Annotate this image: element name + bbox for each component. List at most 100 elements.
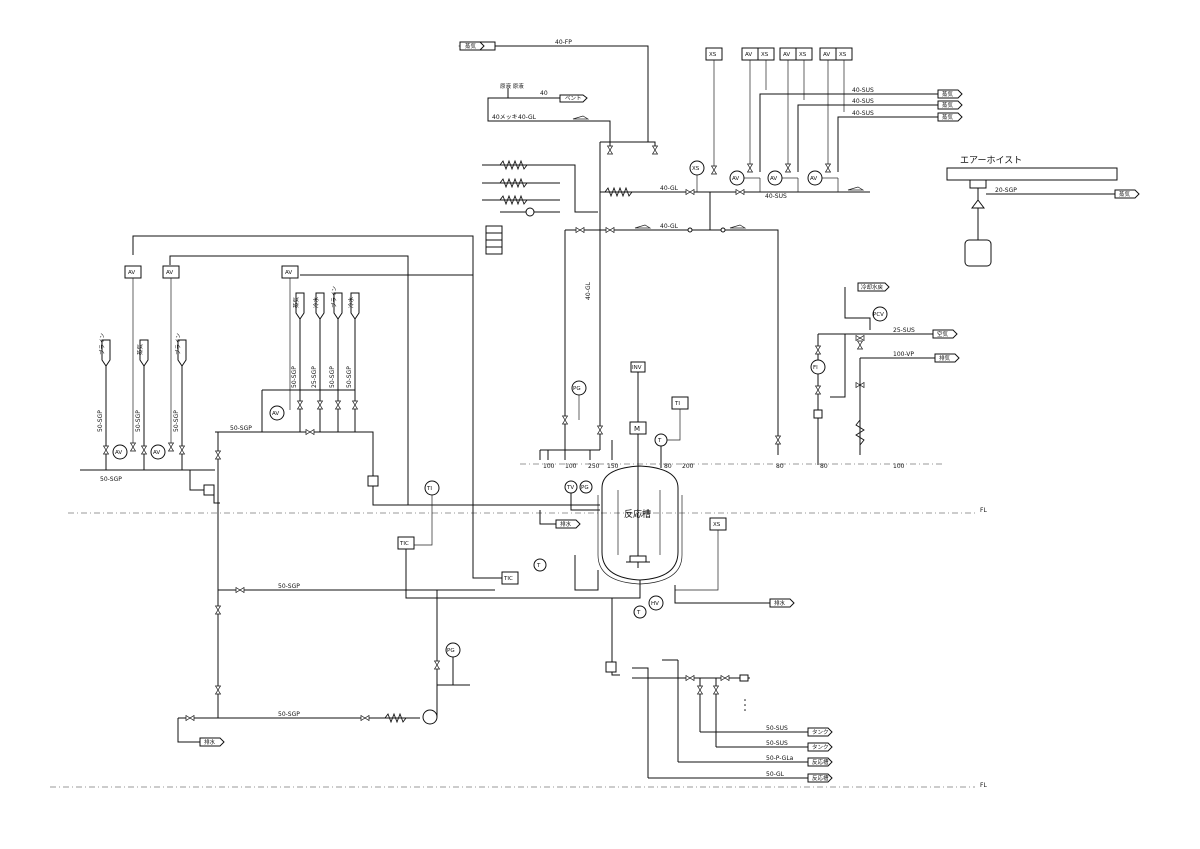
- flag-vent-text: ベント: [565, 95, 582, 102]
- pipe-label-50sgp-v4: 50-SGP: [346, 366, 353, 388]
- xs-circle: XS: [692, 166, 700, 172]
- tic-box-2: TIC: [503, 576, 513, 582]
- pipe-label-40sus-c: 40-SUS: [852, 110, 874, 117]
- av-circle-3: AV: [810, 176, 817, 182]
- size-150: 150: [607, 463, 619, 470]
- reactor-vessel: 反応槽 INV M TI T PG TV PG XS T HV 排水: [533, 361, 795, 668]
- fi-circle: FI: [813, 365, 818, 371]
- valve-icon: [696, 685, 704, 695]
- air-hoist-title: エアーホイスト: [960, 155, 1022, 166]
- valve-icon: [596, 425, 604, 435]
- flag-out4: 反応槽: [812, 774, 829, 782]
- flag-drain1: 排水: [774, 599, 786, 607]
- vent-size: 40: [540, 90, 548, 97]
- xs-top-2: XS: [761, 52, 769, 58]
- pipe-label-40sus-a: 40-SUS: [852, 87, 874, 94]
- coil-block: [482, 159, 598, 255]
- xs-top-1: XS: [709, 52, 717, 58]
- ti-circle: TI: [426, 486, 432, 492]
- size-200: 200: [682, 463, 694, 470]
- av-top-3: AV: [823, 52, 830, 58]
- av-circle-2: AV: [770, 176, 777, 182]
- valve-icon: [814, 385, 822, 395]
- pipe-label-50sgp-low: 50-SGP: [278, 711, 300, 718]
- valve-icon: [185, 714, 195, 722]
- top-header: 40-GL 40-SUS 40-GL 40-GL: [564, 141, 870, 460]
- floor-label-2: FL: [980, 782, 987, 789]
- valve-icon: [140, 445, 148, 455]
- pcv-fi-group: 冷却水戻 PCV 25-SUS 空気 FI 100-VP 排気: [810, 282, 960, 465]
- valve-icon: [214, 685, 222, 695]
- t-circle-bottom: T: [636, 610, 641, 616]
- floor-lines: FL FL: [50, 463, 987, 789]
- valve-icon: [178, 445, 186, 455]
- pipe-label-25sus: 25-SUS: [893, 327, 915, 334]
- valve-icon: [214, 605, 222, 615]
- pipe-label-100vp: 100-VP: [893, 351, 914, 358]
- pipe-label-50sus-1: 50-SUS: [766, 725, 788, 732]
- vent-pipe-tag: 40メッキ: [492, 114, 518, 121]
- pipe-label-50sgp-b: 50-SGP: [135, 410, 142, 432]
- valve-icon: [720, 674, 730, 682]
- pump-circle: [422, 709, 438, 725]
- valve-icon: [712, 685, 720, 695]
- inv-box: INV: [632, 365, 642, 371]
- flag-drain3: 排水: [204, 738, 216, 746]
- xs-top-3: XS: [799, 52, 807, 58]
- left-utilities: AV AV AV AV AV AV 50-SGP 50-SGP 50-SGP 5…: [80, 235, 612, 747]
- xs-top-4: XS: [839, 52, 847, 58]
- pipe-label-50sgp-a: 50-SGP: [97, 410, 104, 432]
- flag-tank1: タンク: [812, 728, 829, 736]
- valve-icon: [351, 400, 359, 410]
- flag-top-left: 蒸気: [458, 41, 496, 51]
- pipe-label-40gl-vert: 40-GL: [585, 281, 592, 300]
- av-top-1: AV: [745, 52, 752, 58]
- valve-icon: [855, 334, 865, 342]
- flag-r2: 蒸気: [942, 101, 954, 109]
- xs-av-cluster: XS AV XS AV XS AV XS 40-SUS 40-SUS 40-SU…: [689, 47, 963, 192]
- valve-icon: [814, 345, 822, 355]
- valve-icon: [129, 442, 137, 452]
- valve-icon: [774, 435, 782, 445]
- valve-icon: [685, 188, 695, 196]
- valve-icon: [651, 145, 659, 155]
- flag-mid-v1: 蒸気: [292, 296, 300, 308]
- hoist-rail: [946, 167, 1118, 181]
- size-80c: 80: [820, 463, 828, 470]
- valve-icon: [575, 226, 585, 234]
- nozzle-labels: 100 100 250 150 80 200 80 80 100: [539, 440, 905, 470]
- pg-circle-mid: PG: [581, 485, 589, 491]
- pipe-label-50sgp-top: 50-SGP: [230, 425, 252, 432]
- valve-icon: [235, 586, 245, 594]
- vent-tag: 原液 原液: [500, 82, 524, 90]
- valve-icon: [685, 674, 695, 682]
- valve-icon: [102, 445, 110, 455]
- size-100a: 100: [543, 463, 555, 470]
- valve-icon: [305, 428, 315, 436]
- valve-icon: [167, 442, 175, 452]
- pipe-label-40gl-vent: 40-GL: [518, 114, 537, 121]
- flag-pcv-out: 空気: [937, 330, 949, 338]
- av-circle-left-2: AV: [153, 450, 160, 456]
- flag-out3: 反応槽: [812, 758, 829, 766]
- tic-box-1: TIC: [399, 541, 409, 547]
- ti-box: TI: [674, 401, 680, 407]
- flag-vp-out: 排気: [939, 354, 951, 362]
- motor-box: M: [634, 425, 640, 433]
- flag-left-v2: 蒸気: [136, 343, 144, 355]
- pipe-label-20sgp: 20-SGP: [995, 187, 1017, 194]
- pipe-label-40gl-b: 40-GL: [660, 223, 679, 230]
- pipe-label-50sgp-v3: 50-SGP: [329, 366, 336, 388]
- size-100b: 100: [565, 463, 577, 470]
- flag-tank2: タンク: [812, 743, 829, 751]
- bottom-discharge: 50-SUS 50-SUS 50-P-GLa 50-GL タンク タンク 反応槽…: [605, 659, 833, 783]
- flag-r3: 蒸気: [942, 113, 954, 121]
- valve-icon: [784, 163, 792, 173]
- size-80a: 80: [664, 463, 672, 470]
- pg-circle-top: PG: [573, 386, 581, 392]
- pipe-label-50gl: 50-GL: [766, 771, 785, 778]
- valve-marks: [102, 145, 865, 722]
- valve-icon: [360, 714, 370, 722]
